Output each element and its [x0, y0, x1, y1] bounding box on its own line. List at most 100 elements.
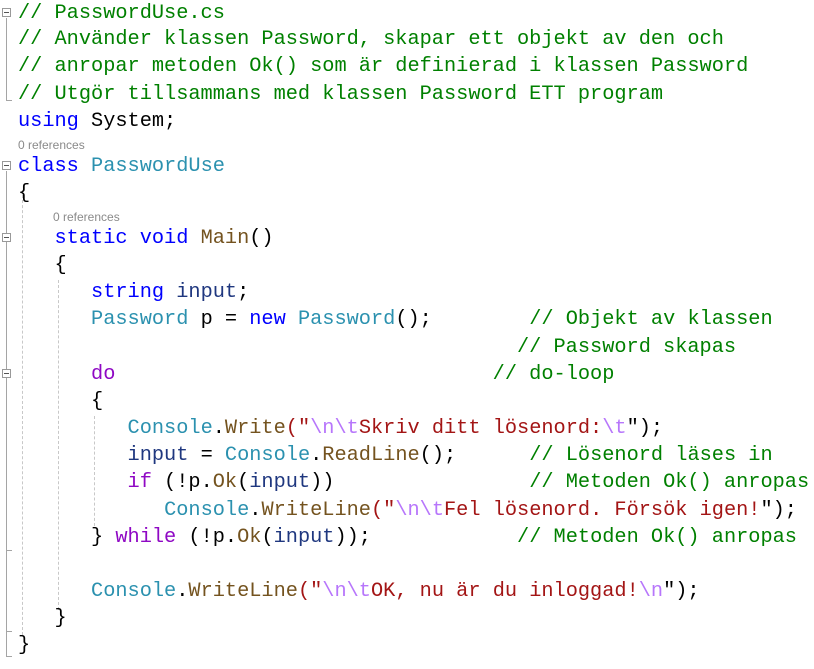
- keyword-if: if: [127, 471, 152, 494]
- collapse-class-icon[interactable]: [2, 161, 11, 170]
- escape-sequence: \t: [602, 417, 627, 440]
- codelens-main-references[interactable]: 0 references: [53, 210, 120, 224]
- indent: [18, 580, 91, 603]
- expression: (!p.: [151, 471, 213, 494]
- indent: [18, 499, 164, 522]
- escape-sequence: \n\t: [322, 580, 371, 603]
- parens: ();: [419, 444, 457, 467]
- type-console: Console: [91, 580, 177, 603]
- keyword-new: new: [249, 308, 286, 331]
- expression: (!p.: [176, 526, 238, 549]
- brace: {: [18, 182, 31, 205]
- dot: .: [176, 580, 189, 603]
- paren: (: [237, 471, 250, 494]
- comment: // Metoden Ok() anropas: [517, 526, 797, 549]
- keyword-string: string: [91, 281, 165, 304]
- indent-guide: [22, 190, 23, 635]
- space: [164, 281, 176, 304]
- code-line-3: // anropar metoden Ok() som är definiera…: [18, 53, 748, 80]
- keyword-do: do: [91, 363, 116, 386]
- brace: {: [18, 390, 104, 413]
- keyword-static: static: [54, 227, 128, 250]
- code-line-brace: }: [18, 605, 67, 632]
- code-line-brace: {: [18, 388, 103, 415]
- code-line-using: using System;: [18, 108, 176, 135]
- type-console: Console: [224, 444, 311, 467]
- comment: // Password skapas: [517, 336, 737, 359]
- indent: [18, 471, 128, 494]
- code-line-main: static void Main(): [18, 225, 274, 252]
- keyword-while: while: [115, 526, 177, 549]
- type-console: Console: [127, 417, 213, 440]
- comment: // Utgör tillsammans med klassen Passwor…: [18, 83, 664, 106]
- method-ok: Ok: [237, 526, 262, 549]
- comment: // PasswordUse.cs: [18, 2, 225, 25]
- variable-input: input: [273, 526, 335, 549]
- paren: ));: [334, 526, 371, 549]
- space: [286, 308, 298, 331]
- padding: [456, 444, 529, 467]
- type-console: Console: [164, 499, 250, 522]
- code-line-brace: }: [18, 632, 30, 659]
- paren: (: [261, 526, 274, 549]
- code-line-while: } while (!p.Ok(input)); // Metoden Ok() …: [18, 524, 797, 551]
- brace: {: [18, 254, 67, 277]
- fold-line: [6, 18, 7, 100]
- code-line-if: if (!p.Ok(input)) // Metoden Ok() anropa…: [18, 469, 810, 496]
- string-literal: OK, nu är du inloggad!: [370, 580, 639, 603]
- space: [188, 227, 200, 250]
- code-line-writeline-ok: Console.WriteLine("\n\tOK, nu är du inlo…: [18, 578, 700, 605]
- padding: [334, 471, 529, 494]
- indent: [18, 363, 91, 386]
- namespace-text: System;: [78, 110, 177, 133]
- code-line-console-write: Console.Write("\n\tSkriv ditt lösenord:\…: [18, 415, 664, 442]
- string-open: (": [370, 499, 396, 522]
- fold-line-end: [6, 100, 12, 101]
- dot: .: [212, 417, 225, 440]
- brace: }: [18, 607, 67, 630]
- method-write: Write: [224, 417, 286, 440]
- indent: [18, 444, 128, 467]
- variable-input: input: [249, 471, 311, 494]
- indent: }: [18, 526, 116, 549]
- code-line-writeline-error: Console.WriteLine("\n\tFel lösenord. För…: [18, 497, 797, 524]
- collapse-main-icon[interactable]: [2, 233, 11, 242]
- padding: [371, 526, 517, 549]
- code-line-4: // Utgör tillsammans med klassen Passwor…: [18, 81, 663, 108]
- indent: [18, 227, 55, 250]
- method-ok: Ok: [212, 471, 238, 494]
- parens: (): [249, 227, 274, 250]
- assignment: p =: [188, 308, 250, 331]
- indent: [18, 417, 128, 440]
- comment: // Metoden Ok() anropas: [529, 471, 810, 494]
- string-close: ");: [626, 417, 664, 440]
- type-password: Password: [297, 308, 396, 331]
- string-close: ");: [663, 580, 700, 603]
- assignment: =: [188, 444, 225, 467]
- indent: [18, 336, 517, 359]
- indent-guide: [58, 280, 59, 610]
- string-open: (": [297, 580, 323, 603]
- fold-line-end: [6, 656, 12, 657]
- comment: // do-loop: [492, 363, 615, 386]
- code-line-do: do // do-loop: [18, 361, 614, 388]
- collapse-comment-icon[interactable]: [2, 8, 11, 17]
- variable-input: input: [127, 444, 189, 467]
- dot: .: [310, 444, 323, 467]
- comment: // Lösenord läses in: [529, 444, 773, 467]
- codelens-class-references[interactable]: 0 references: [18, 138, 85, 152]
- semicolon: ;: [237, 281, 250, 304]
- code-line-brace: {: [18, 252, 67, 279]
- comment: // Objekt av klassen: [529, 308, 773, 331]
- method-name: Main: [200, 227, 250, 250]
- code-line-comment: // Password skapas: [18, 334, 736, 361]
- class-name: PasswordUse: [91, 155, 225, 178]
- code-line-1: // PasswordUse.cs: [18, 0, 225, 27]
- code-line-2: // Använder klassen Password, skapar ett…: [18, 26, 724, 53]
- indent: [18, 281, 91, 304]
- collapse-do-icon[interactable]: [2, 369, 11, 378]
- code-line-class: class PasswordUse: [18, 153, 225, 180]
- paren: )): [310, 471, 335, 494]
- fold-line: [6, 171, 7, 656]
